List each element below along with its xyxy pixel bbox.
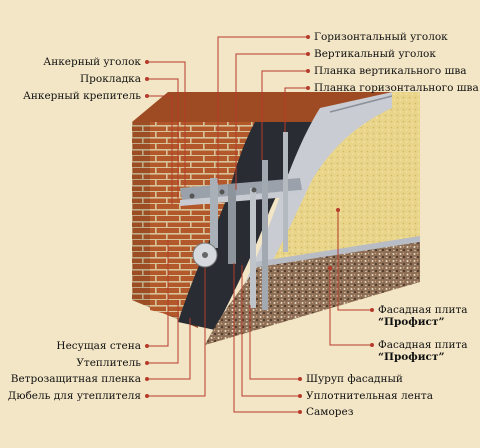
label-self-tapping-screw: Саморез (306, 406, 354, 418)
leader-facade-screw (249, 305, 300, 380)
label-insulation-dowel: Дюбель для утеплителя (7, 390, 141, 402)
leader-facade-panel-2 (329, 268, 372, 346)
facade-panel-1-line2: “Профист” (378, 316, 445, 328)
leader-insulation (147, 300, 179, 364)
label-horizontal-seam-strip: Планка горизонтального шва (314, 82, 479, 94)
leader-vertical-seam-strip (261, 70, 308, 160)
label-bearing-wall: Несущая стена (56, 340, 141, 352)
leader-anchor-corner (147, 61, 186, 187)
label-insulation: Утеплитель (76, 357, 141, 369)
leader-sealing-tape (241, 265, 300, 397)
metal-subframe (180, 132, 302, 310)
leader-bearing-wall (147, 240, 169, 347)
leader-insulation-dowel (147, 268, 206, 397)
facade-panel-1-line1: Фасадная плита (378, 304, 468, 316)
insulation-dowel-shape (192, 242, 218, 268)
plaster-finish (272, 92, 420, 262)
label-facade-screw: Шуруп фасадный (306, 373, 403, 385)
leader-markers (145, 35, 374, 414)
leader-facade-panel-1 (337, 210, 372, 311)
leader-gasket (147, 78, 179, 199)
label-vertical-seam-strip: Планка вертикального шва (314, 65, 467, 77)
leader-vertical-corner (235, 53, 308, 190)
label-anchor-fastener: Анкерный крепитель (22, 90, 141, 102)
label-facade-panel-2: Фасадная плита “Профист” (378, 339, 468, 363)
label-sealing-tape: Уплотнительная лента (306, 390, 433, 402)
label-gasket: Прокладка (80, 73, 141, 85)
label-horizontal-corner: Горизонтальный уголок (314, 31, 448, 43)
label-anchor-corner: Анкерный уголок (43, 56, 141, 68)
label-facade-panel-1: Фасадная плита “Профист” (378, 304, 468, 328)
leader-self-tapping-screw (233, 263, 300, 413)
label-windproof-film: Ветрозащитная пленка (10, 373, 141, 385)
leader-horizontal-seam-strip (284, 87, 308, 132)
leader-horizontal-corner (217, 36, 308, 183)
facade-panel-2-line1: Фасадная плита (378, 339, 468, 351)
leader-windproof-film (147, 318, 191, 380)
label-vertical-corner: Вертикальный уголок (314, 48, 436, 60)
leader-lines (147, 36, 372, 413)
facade-panel-2-line2: “Профист” (378, 351, 445, 363)
leader-anchor-fastener (147, 95, 173, 205)
